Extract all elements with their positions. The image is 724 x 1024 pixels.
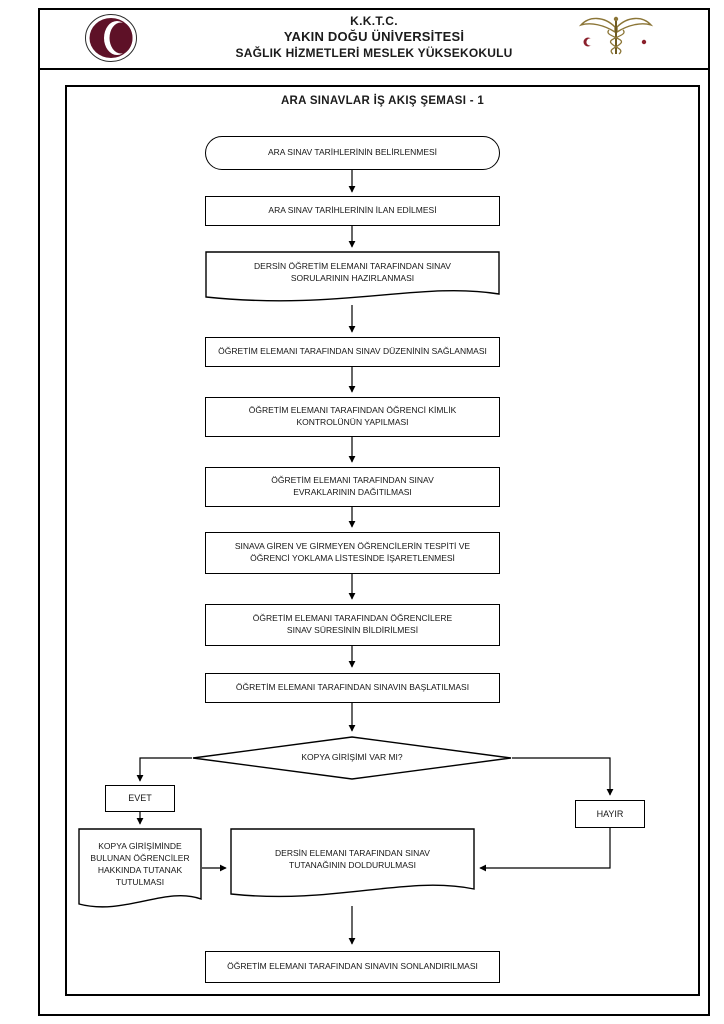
node-exam-questions-prepared: DERSİN ÖĞRETİM ELEMANI TARAFINDAN SINAV … — [205, 251, 500, 307]
node-label: ÖĞRETİM ELEMANI TARAFINDAN SINAV EVRAKLA… — [271, 475, 434, 497]
header-line-3: SAĞLIK HİZMETLERİ MESLEK YÜKSEKOKULU — [235, 46, 513, 60]
node-attendance-marked: SINAVA GİREN VE GİRMEYEN ÖĞRENCİLERİN TE… — [205, 532, 500, 574]
node-label: SINAVA GİREN VE GİRMEYEN ÖĞRENCİLERİN TE… — [234, 541, 471, 563]
header-line-2: YAKIN DOĞU ÜNİVERSİTESİ — [283, 29, 465, 44]
university-logo-icon — [84, 13, 138, 63]
node-exam-order-arranged: ÖĞRETİM ELEMANI TARAFINDAN SINAV DÜZENİN… — [205, 337, 500, 367]
document-shape — [230, 828, 475, 898]
node-label: EVET — [128, 793, 152, 804]
node-exam-ended: ÖĞRETİM ELEMANI TARAFINDAN SINAVIN SONLA… — [205, 951, 500, 983]
label-yes: EVET — [105, 785, 175, 812]
node-student-id-check: ÖĞRETİM ELEMANI TARAFINDAN ÖĞRENCİ KİMLİ… — [205, 397, 500, 437]
header-title-block: K.K.T.C. YAKIN DOĞU ÜNİVERSİTESİ SAĞLIK … — [38, 14, 710, 60]
node-label: KOPYA GİRİŞİMİNDE BULUNAN ÖĞRENCİLER HAK… — [90, 841, 190, 887]
node-exam-papers-distributed: ÖĞRETİM ELEMANI TARAFINDAN SINAV EVRAKLA… — [205, 467, 500, 507]
node-label: ARA SINAV TARİHLERİNİN İLAN EDİLMESİ — [268, 205, 437, 216]
node-exam-dates-announced: ARA SINAV TARİHLERİNİN İLAN EDİLMESİ — [205, 196, 500, 226]
label-no: HAYIR — [575, 800, 645, 828]
node-label: KOPYA GİRİŞİMİ VAR MI? — [301, 752, 403, 763]
node-label: ÖĞRETİM ELEMANI TARAFINDAN SINAVIN BAŞLA… — [235, 682, 470, 693]
flowchart-frame — [65, 85, 700, 996]
node-label: ÖĞRETİM ELEMANI TARAFINDAN SINAVIN SONLA… — [227, 961, 478, 972]
decision-cheating-attempt: KOPYA GİRİŞİMİ VAR MI? — [192, 736, 512, 780]
node-exam-duration-announced: ÖĞRETİM ELEMANI TARAFINDAN ÖĞRENCİLERE S… — [205, 604, 500, 646]
node-label: ARA SINAV TARİHLERİNİN BELİRLENMESİ — [267, 147, 438, 158]
school-emblem-icon — [576, 12, 656, 62]
node-label: DERSİN ELEMANI TARAFINDAN SINAV TUTANAĞI… — [275, 848, 430, 870]
node-label: DERSİN ÖĞRETİM ELEMANI TARAFINDAN SINAV … — [254, 261, 451, 283]
document-header — [38, 8, 710, 70]
node-label: HAYIR — [596, 808, 624, 819]
node-exam-report-filled: DERSİN ELEMANI TARAFINDAN SINAV TUTANAĞI… — [230, 828, 475, 906]
node-label: ÖĞRETİM ELEMANI TARAFINDAN ÖĞRENCİ KİMLİ… — [248, 405, 457, 427]
document-shape — [205, 251, 500, 302]
document-shape — [78, 828, 202, 908]
node-label: ÖĞRETİM ELEMANI TARAFINDAN SINAV DÜZENİN… — [218, 346, 487, 357]
header-line-1: K.K.T.C. — [350, 14, 398, 28]
node-exam-started: ÖĞRETİM ELEMANI TARAFINDAN SINAVIN BAŞLA… — [205, 673, 500, 703]
node-cheating-report: KOPYA GİRİŞİMİNDE BULUNAN ÖĞRENCİLER HAK… — [78, 828, 202, 916]
flowchart-title: ARA SINAVLAR İŞ AKIŞ ŞEMASI - 1 — [280, 95, 485, 107]
diamond-shape — [192, 736, 512, 780]
node-exam-dates-determined: ARA SINAV TARİHLERİNİN BELİRLENMESİ — [205, 136, 500, 170]
node-label: ÖĞRETİM ELEMANI TARAFINDAN ÖĞRENCİLERE S… — [252, 613, 453, 635]
